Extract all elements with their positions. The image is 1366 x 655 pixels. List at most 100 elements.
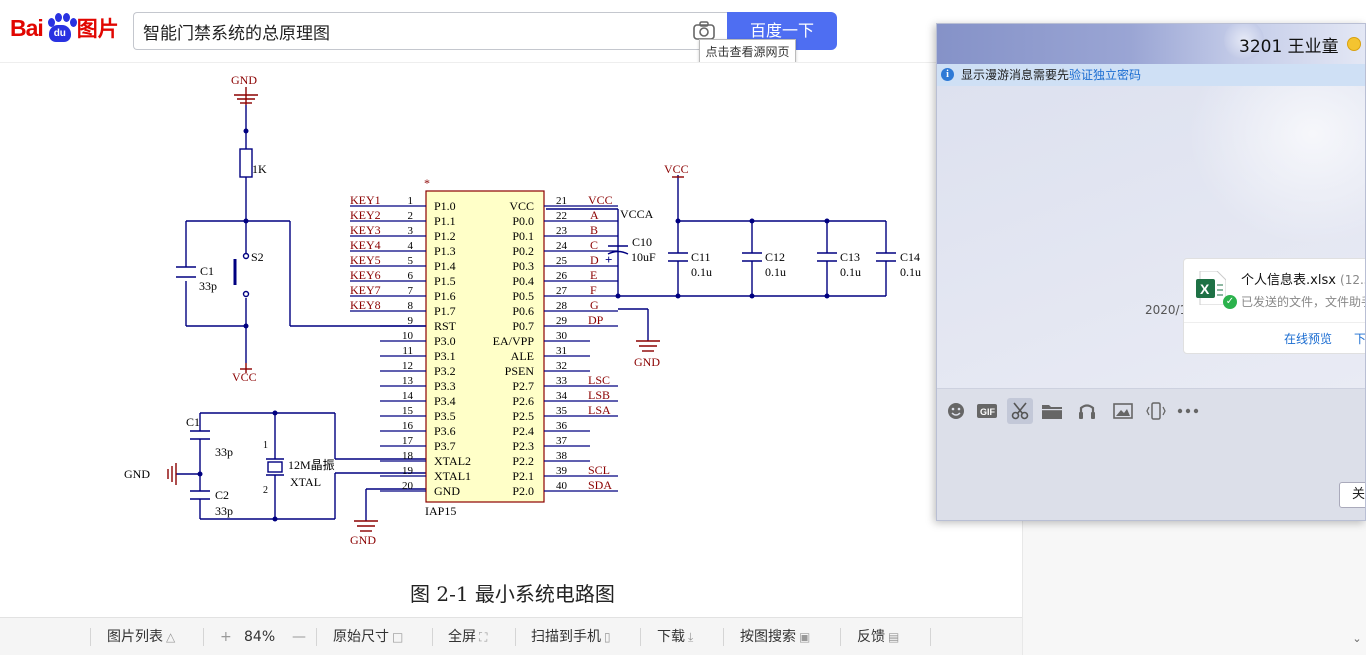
label-xtal-pin2: 2 <box>263 485 268 496</box>
file-message-card[interactable]: X ✓ 个人信息表.xlsx (12.5 已发送的文件，文件助手 在线预览 下载 <box>1183 258 1366 354</box>
net-label: DP <box>588 313 604 327</box>
pin-name: VCC <box>509 199 534 213</box>
emoji-icon[interactable] <box>943 398 969 424</box>
message-input[interactable] <box>937 432 1365 520</box>
original-size-button[interactable]: 原始尺寸□ <box>333 618 403 655</box>
net-label: LSC <box>588 373 610 387</box>
pin-name: P3.3 <box>434 379 456 393</box>
label-c11-val: 0.1u <box>691 265 712 279</box>
pin-name: P0.6 <box>512 304 534 318</box>
phone-icon: ▯ <box>604 630 611 644</box>
pin-name: P3.4 <box>434 394 456 408</box>
net-label: KEY8 <box>350 298 381 312</box>
folder-icon[interactable] <box>1039 398 1065 424</box>
file-size: (12.5 <box>1340 273 1365 287</box>
label-c13-val: 0.1u <box>840 265 861 279</box>
label-s2: S2 <box>251 250 264 264</box>
download-file-link[interactable]: 下载 <box>1354 332 1366 346</box>
svg-text:X: X <box>1200 281 1210 297</box>
net-label: KEY7 <box>350 283 381 297</box>
pin-number: 25 <box>556 255 568 267</box>
pin-name: P0.4 <box>512 274 534 288</box>
more-icon[interactable] <box>1175 398 1201 424</box>
net-label: SCL <box>588 463 610 477</box>
circuit-diagram: 1P1.0KEY12P1.1KEY23P1.2KEY34P1.3KEY45P1.… <box>124 73 921 606</box>
pin-name: P1.7 <box>434 304 456 318</box>
fullscreen-button[interactable]: 全屏⛶ <box>448 618 487 655</box>
scissors-icon[interactable] <box>1007 398 1033 424</box>
pin-number: 34 <box>556 390 568 402</box>
image-icon[interactable] <box>1110 398 1136 424</box>
net-label: VCC <box>588 193 613 207</box>
pin-number: 36 <box>556 420 568 432</box>
label-c10: C10 <box>632 235 652 249</box>
image-list-button[interactable]: 图片列表△ <box>107 618 175 655</box>
notice-text: 显示漫游消息需要先验证独立密码 <box>961 64 1141 86</box>
net-label: KEY1 <box>350 193 381 207</box>
pin-number: 30 <box>556 330 568 342</box>
feedback-button[interactable]: 反馈▤ <box>857 618 899 655</box>
search-box[interactable] <box>133 12 727 50</box>
net-label: KEY3 <box>350 223 381 237</box>
fullscreen-label: 全屏 <box>448 629 476 645</box>
close-button[interactable]: 关 <box>1339 482 1365 508</box>
label-xtal-freq: 12M晶振 <box>288 458 335 472</box>
svg-text:GIF: GIF <box>980 407 996 417</box>
verify-password-link[interactable]: 验证独立密码 <box>1069 68 1142 82</box>
original-size-label: 原始尺寸 <box>333 629 389 645</box>
pin-number: 27 <box>556 285 568 297</box>
label-gnd-bank: GND <box>634 355 660 369</box>
label-gnd-chip: GND <box>350 533 376 547</box>
label-gnd-top: GND <box>231 73 257 87</box>
logo-text-pic: 图片 <box>76 17 119 41</box>
net-label: D <box>590 253 599 267</box>
contact-name: 3201 王业童 <box>1239 37 1339 57</box>
paw-icon: du <box>44 13 77 43</box>
scan-to-phone-button[interactable]: 扫描到手机▯ <box>531 618 611 655</box>
label-c1b-val: 33p <box>215 445 233 459</box>
pin-name: P3.5 <box>434 409 456 423</box>
pin-name: ALE <box>511 349 534 363</box>
chat-window: 3201 王业童 i 显示漫游消息需要先验证独立密码 2020/10/5 星期一… <box>936 23 1366 521</box>
pin-name: P0.3 <box>512 259 534 273</box>
logo-text-du: du <box>48 25 71 42</box>
zoom-out-button[interactable]: — <box>292 629 306 645</box>
label-chip-name: IAP15 <box>425 504 456 518</box>
figure-caption: 图 2-1 最小系统电路图 <box>410 582 615 606</box>
file-name: 个人信息表.xlsx (12.5 <box>1241 269 1365 288</box>
download-button[interactable]: 下载⤓ <box>657 618 693 655</box>
zoom-in-button[interactable]: + <box>220 629 232 645</box>
file-name-text: 个人信息表.xlsx <box>1241 273 1336 288</box>
baidu-logo[interactable]: Bai du 图片 <box>10 8 126 48</box>
pin-number: 17 <box>402 435 414 447</box>
chevron-up-icon: △ <box>166 630 176 644</box>
pin-name: P1.1 <box>434 214 456 228</box>
roaming-notice: i 显示漫游消息需要先验证独立密码 <box>937 64 1365 86</box>
pin-name: P2.3 <box>512 439 534 453</box>
avatar[interactable] <box>1224 24 1264 60</box>
chip-body <box>425 190 545 503</box>
search-by-image-button[interactable]: 按图搜索▣ <box>740 618 810 655</box>
shake-icon[interactable] <box>1143 398 1169 424</box>
pin-name: P1.5 <box>434 274 456 288</box>
pin-number: 13 <box>402 375 414 387</box>
pin-number: 26 <box>556 270 568 282</box>
pin-number: 3 <box>408 225 414 237</box>
chevron-down-icon[interactable]: ⌄ <box>1352 632 1362 645</box>
pin-number: 9 <box>408 315 414 327</box>
pin-number: 38 <box>556 450 568 462</box>
pin-name: P2.0 <box>512 484 534 498</box>
chat-titlebar[interactable]: 3201 王业童 <box>937 24 1365 64</box>
music-icon[interactable] <box>1074 398 1100 424</box>
preview-online-link[interactable]: 在线预览 <box>1284 332 1333 346</box>
excel-file-icon: X <box>1196 271 1226 305</box>
gif-icon[interactable]: GIF <box>974 398 1000 424</box>
label-c12: C12 <box>765 250 785 264</box>
original-size-icon: □ <box>392 630 404 644</box>
fullscreen-icon: ⛶ <box>479 630 488 644</box>
search-input[interactable] <box>143 13 683 49</box>
pin-number: 21 <box>556 195 567 207</box>
pin-number: 2 <box>408 210 414 222</box>
card-divider <box>1184 322 1365 323</box>
pin-name: P0.0 <box>512 214 534 228</box>
